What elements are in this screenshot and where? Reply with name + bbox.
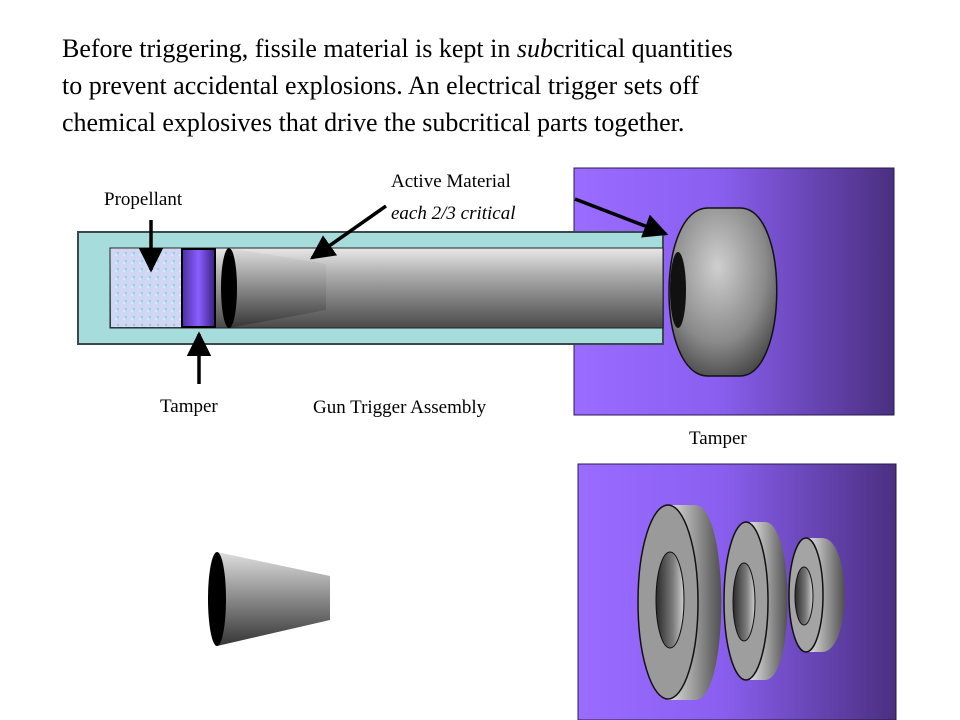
caption-line-3: chemical explosives that drive the subcr… bbox=[62, 108, 685, 137]
arrow-icon bbox=[574, 197, 669, 238]
arrow-icon bbox=[309, 204, 388, 260]
label-active-material: Active Material bbox=[391, 171, 511, 192]
standalone-cone-base bbox=[208, 552, 226, 646]
target-ring-small bbox=[788, 537, 845, 653]
label-tamper-left: Tamper bbox=[160, 396, 218, 417]
projectile-cone bbox=[229, 248, 326, 328]
projectile-cone-base bbox=[221, 248, 237, 328]
caption-emphasis: sub bbox=[516, 34, 553, 63]
caption-line-1: Before triggering, fissile material is k… bbox=[62, 34, 733, 63]
target-ring-large bbox=[637, 504, 722, 700]
standalone-cone bbox=[217, 552, 330, 646]
label-tamper-right: Tamper bbox=[689, 428, 747, 449]
target-sphere bbox=[668, 207, 778, 377]
target-ring-medium bbox=[723, 521, 788, 681]
target-sphere-hole bbox=[670, 252, 686, 328]
propellant-charge bbox=[111, 249, 182, 327]
label-propellant: Propellant bbox=[104, 189, 183, 210]
caption-line-2: to prevent accidental explosions. An ele… bbox=[62, 71, 700, 100]
caption-text: Before triggering, fissile material is k… bbox=[62, 30, 922, 141]
tamper-disk bbox=[181, 248, 216, 328]
label-gun-trigger-assembly: Gun Trigger Assembly bbox=[313, 397, 487, 418]
label-active-material-sub: each 2/3 critical bbox=[391, 203, 516, 224]
